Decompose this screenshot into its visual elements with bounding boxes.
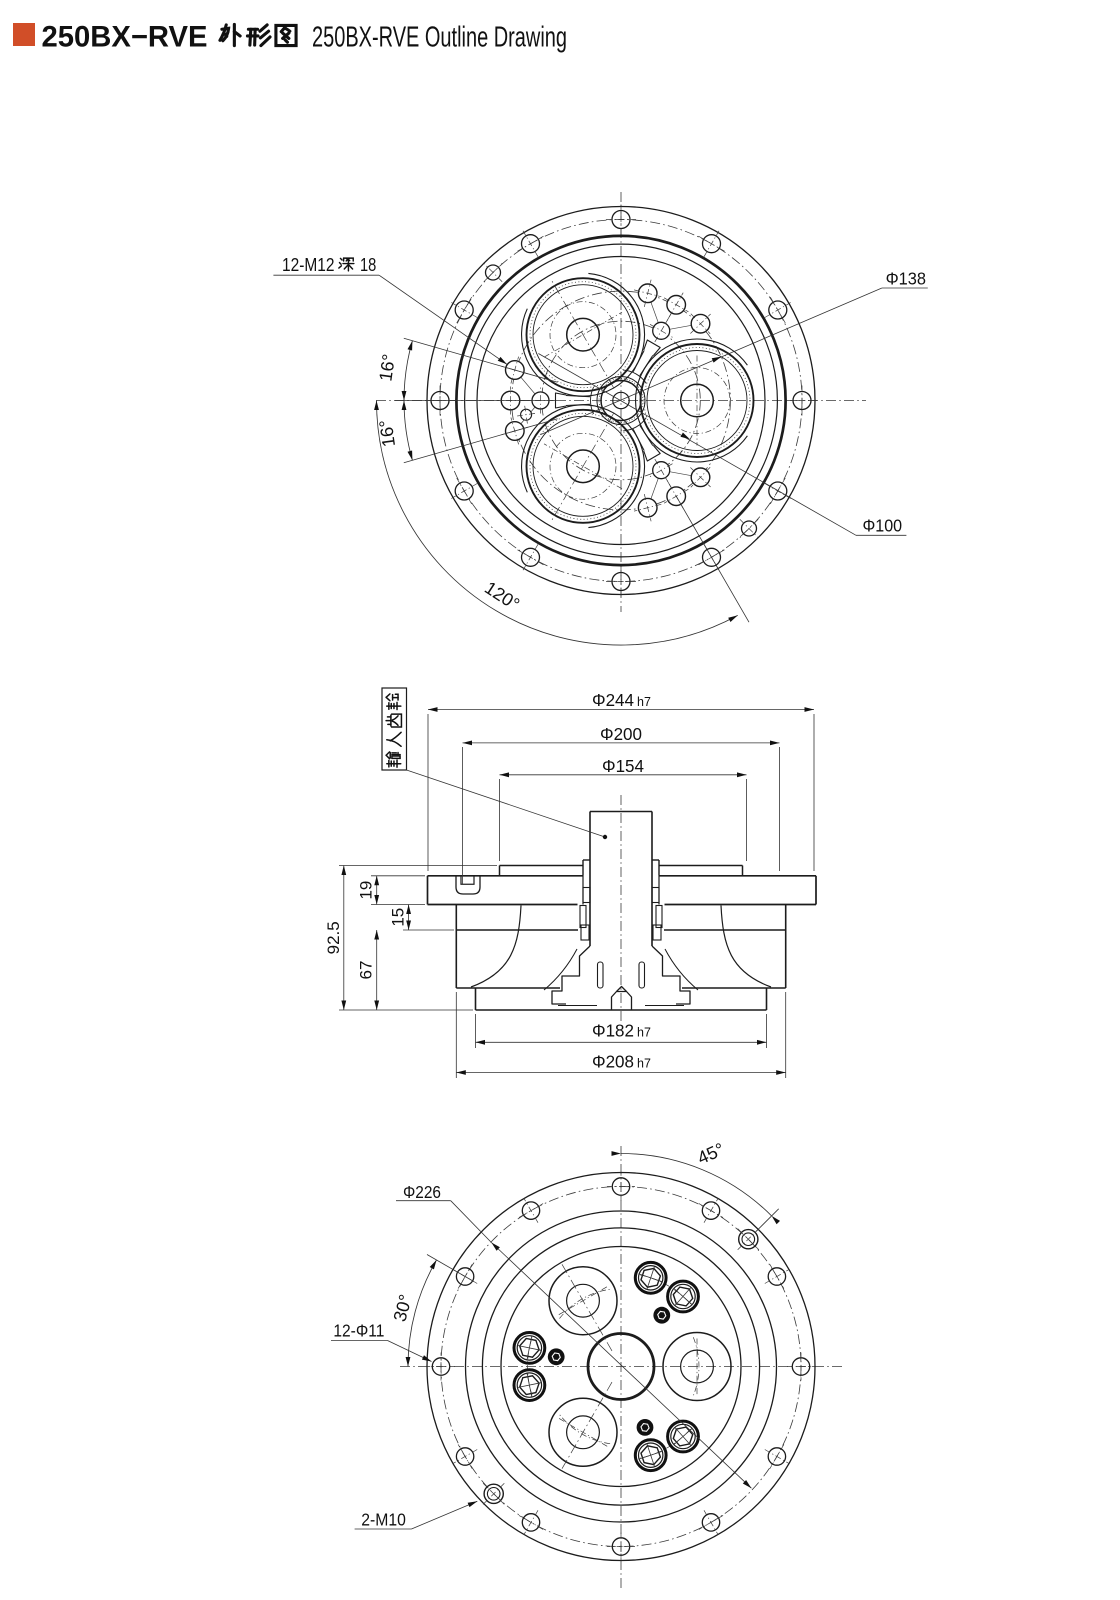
svg-text:12-M12: 12-M12	[282, 254, 335, 275]
svg-text:h7: h7	[637, 1057, 651, 1071]
svg-text:h7: h7	[637, 1026, 651, 1040]
svg-text:67: 67	[357, 961, 376, 980]
svg-text:12-Φ11: 12-Φ11	[333, 1321, 384, 1341]
svg-text:250BX−RVE: 250BX−RVE	[42, 21, 208, 54]
svg-text:2-M10: 2-M10	[361, 1509, 406, 1529]
svg-text:16°: 16°	[375, 353, 399, 383]
svg-text:Φ200: Φ200	[600, 724, 642, 744]
svg-text:Φ154: Φ154	[602, 756, 644, 776]
svg-text:16°: 16°	[375, 418, 399, 448]
svg-text:Φ208: Φ208	[592, 1052, 634, 1072]
svg-text:19: 19	[357, 881, 376, 900]
svg-text:h7: h7	[637, 695, 651, 709]
svg-text:15: 15	[389, 908, 408, 927]
svg-text:Φ244: Φ244	[592, 690, 634, 710]
svg-text:Φ100: Φ100	[863, 516, 903, 536]
svg-text:Φ138: Φ138	[886, 268, 926, 288]
svg-text:92.5: 92.5	[324, 921, 343, 954]
svg-text:Φ182: Φ182	[592, 1021, 634, 1041]
svg-text:18: 18	[360, 254, 376, 275]
svg-text:250BX-RVE Outline Drawing: 250BX-RVE Outline Drawing	[312, 22, 567, 54]
svg-text:Φ226: Φ226	[403, 1182, 441, 1202]
